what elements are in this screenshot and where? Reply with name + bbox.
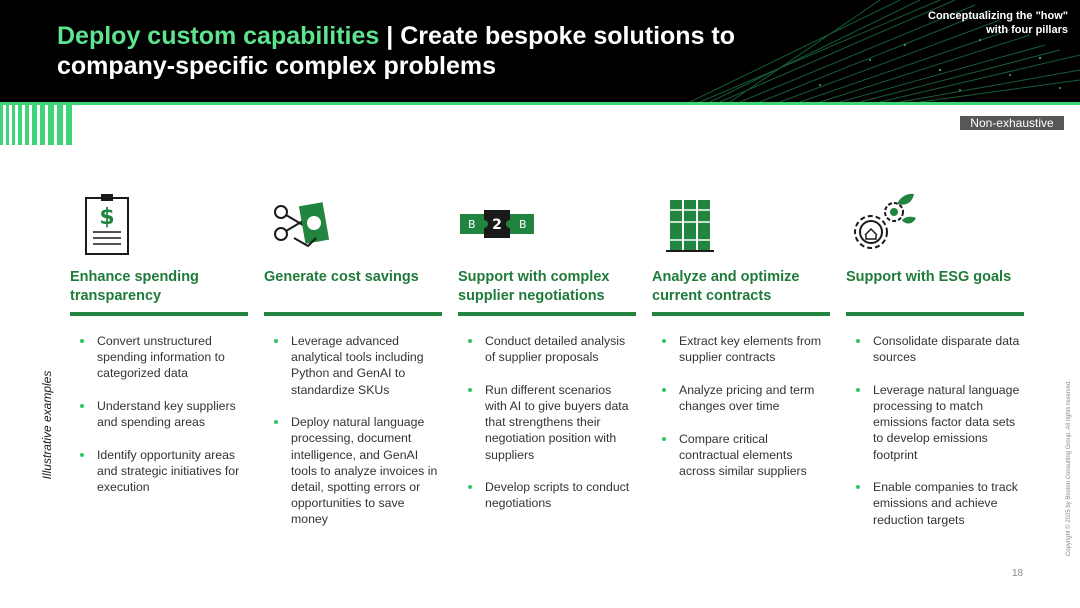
pillar-bullets: Conduct detailed analysis of supplier pr… <box>458 333 636 528</box>
bullet-dot <box>468 485 472 490</box>
esg-gear-icon <box>854 193 916 249</box>
bullet-item: Analyze pricing and term changes over ti… <box>652 382 830 414</box>
bullet-text: Conduct detailed analysis of supplier pr… <box>485 334 626 365</box>
pillar-bullets: Extract key elements from supplier contr… <box>652 333 830 496</box>
bullet-item: Compare critical contractual elements ac… <box>652 431 830 480</box>
bullet-dot <box>468 339 472 343</box>
bullet-dot <box>856 339 860 343</box>
bullet-text: Develop scripts to conduct negotiations <box>485 480 630 511</box>
bullet-text: Run different scenarios with AI to give … <box>485 382 629 462</box>
bullet-dot <box>274 339 278 343</box>
bullet-dot <box>468 387 472 392</box>
pillar-rule <box>458 312 636 316</box>
bullet-text: Deploy natural language processing, docu… <box>291 415 438 527</box>
bullet-text: Understand key suppliers and spending ar… <box>97 399 236 430</box>
pillar-title: Generate cost savings <box>264 269 419 285</box>
pillar-bullets: Leverage advanced analytical tools inclu… <box>264 333 442 544</box>
bullet-text: Enable companies to track emissions and … <box>873 480 1018 527</box>
bullet-item: Consolidate disparate data sources <box>846 333 1024 365</box>
bullet-dot <box>80 404 84 408</box>
scissors-money-icon <box>274 202 330 248</box>
bullet-text: Identify opportunity areas and strategic… <box>97 447 240 495</box>
bullet-dot <box>856 387 860 392</box>
bullet-dot <box>80 452 84 457</box>
page-title-accent: Deploy custom capabilities <box>57 22 380 50</box>
b2b-right-letter: B <box>519 218 527 231</box>
bullet-item: Leverage advanced analytical tools inclu… <box>264 333 442 398</box>
pillar-title: Analyze and optimize current contracts <box>652 269 800 304</box>
page-number: 18 <box>1012 568 1024 579</box>
pillar-title: Support with complex supplier negotiatio… <box>458 269 610 304</box>
binders-icon <box>666 200 714 252</box>
page-title-separator: | <box>379 22 401 50</box>
bullet-item: Run different scenarios with AI to give … <box>458 382 636 463</box>
svg-text:$: $ <box>99 205 114 230</box>
header-light-streaks <box>689 0 1080 102</box>
page-title: Deploy custom capabilities | Create besp… <box>57 21 837 81</box>
pillar-note: Conceptualizing the "how" with four pill… <box>928 10 1068 36</box>
bullet-text: Analyze pricing and term changes over ti… <box>679 382 815 413</box>
bullet-text: Compare critical contractual elements ac… <box>679 431 807 478</box>
page-title-rest: Create bespoke solutions to company-spec… <box>57 22 736 80</box>
bullet-dot <box>80 339 84 343</box>
b2b-puzzle-icon: B 2 B <box>460 210 534 238</box>
decorative-stripes <box>0 105 72 145</box>
bullet-dot <box>274 420 278 425</box>
bullet-text: Leverage advanced analytical tools inclu… <box>291 334 424 397</box>
pillar-rule <box>652 312 830 316</box>
header-banner: Deploy custom capabilities | Create besp… <box>0 0 1080 102</box>
bullet-item: Extract key elements from supplier contr… <box>652 333 830 365</box>
bullet-item: Enable companies to track emissions and … <box>846 479 1024 528</box>
bullet-item: Identify opportunity areas and strategic… <box>70 447 248 496</box>
b2b-center-number: 2 <box>492 217 502 233</box>
bullet-text: Consolidate disparate data sources <box>873 334 1020 365</box>
non-exhaustive-badge: Non-exhaustive <box>960 116 1064 130</box>
pillar-title: Support with ESG goals <box>846 269 1012 285</box>
invoice-dollar-icon: $ <box>85 194 129 255</box>
b2b-left-letter: B <box>468 218 476 231</box>
pillar-bullets: Convert unstructured spending informatio… <box>70 333 248 512</box>
bullet-item: Understand key suppliers and spending ar… <box>70 398 248 430</box>
pillar-bullets: Consolidate disparate data sources Lever… <box>846 333 1024 544</box>
copyright-notice: Copyright © 2025 by Boston Consulting Gr… <box>1066 379 1072 557</box>
pillar-rule <box>70 312 248 316</box>
bullet-text: Leverage natural language processing to … <box>873 382 1020 462</box>
bullet-item: Conduct detailed analysis of supplier pr… <box>458 333 636 365</box>
illustrative-examples-label: Illustrative examples <box>40 370 54 480</box>
bullet-text: Convert unstructured spending informatio… <box>97 334 225 381</box>
bullet-item: Leverage natural language processing to … <box>846 382 1024 463</box>
pillar-title: Enhance spending transparency <box>70 269 199 304</box>
pillar-rule <box>264 312 442 316</box>
bullet-dot <box>856 485 860 490</box>
bullet-item: Convert unstructured spending informatio… <box>70 333 248 382</box>
bullet-item: Develop scripts to conduct negotiations <box>458 479 636 511</box>
header-stripe <box>0 102 1080 105</box>
pillar-rule <box>846 312 1024 316</box>
bullet-dot <box>662 387 666 392</box>
bullet-text: Extract key elements from supplier contr… <box>679 334 822 365</box>
bullet-dot <box>662 339 666 343</box>
bullet-dot <box>662 436 666 441</box>
bullet-item: Deploy natural language processing, docu… <box>264 414 442 527</box>
